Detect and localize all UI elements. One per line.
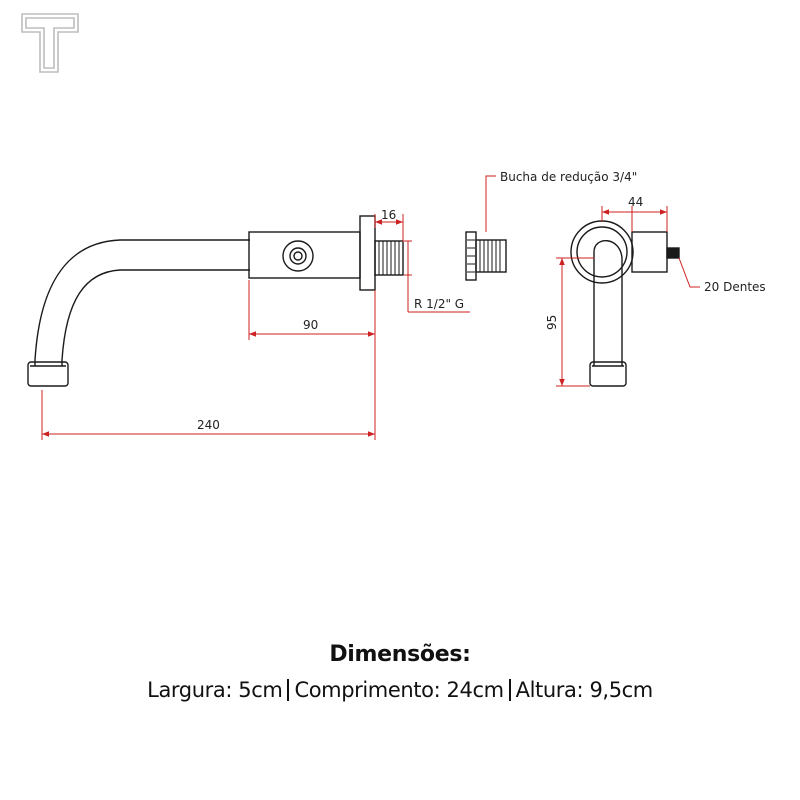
separator — [508, 679, 511, 701]
brand-logo-icon — [21, 13, 79, 73]
dim-90-label: 90 — [303, 318, 318, 332]
dimensions-summary: Largura: 5cm Comprimento: 24cm Altura: 9,5… — [0, 678, 800, 702]
teeth-label: 20 Dentes — [704, 280, 766, 294]
height-spec: Altura: 9,5cm — [515, 678, 654, 702]
dimensions-title: Dimensões: — [329, 642, 471, 667]
bushing-threads — [467, 239, 501, 273]
nipple-threads — [378, 241, 400, 275]
separator — [287, 679, 290, 701]
reduction-bushing — [465, 231, 507, 281]
spout-side-view — [570, 220, 680, 387]
dimension-lines — [41, 175, 700, 440]
dim-240-label: 240 — [197, 418, 220, 432]
dim-thread-label: R 1/2" G — [414, 297, 464, 311]
dim-44-label: 44 — [628, 195, 643, 209]
dim-95-label: 95 — [545, 315, 559, 330]
dim-16-label: 16 — [381, 208, 396, 222]
spout-front-view — [27, 215, 404, 387]
width-spec: Largura: 5cm — [147, 678, 283, 702]
length-spec: Comprimento: 24cm — [294, 678, 504, 702]
bushing-label: Bucha de redução 3/4" — [500, 170, 637, 184]
